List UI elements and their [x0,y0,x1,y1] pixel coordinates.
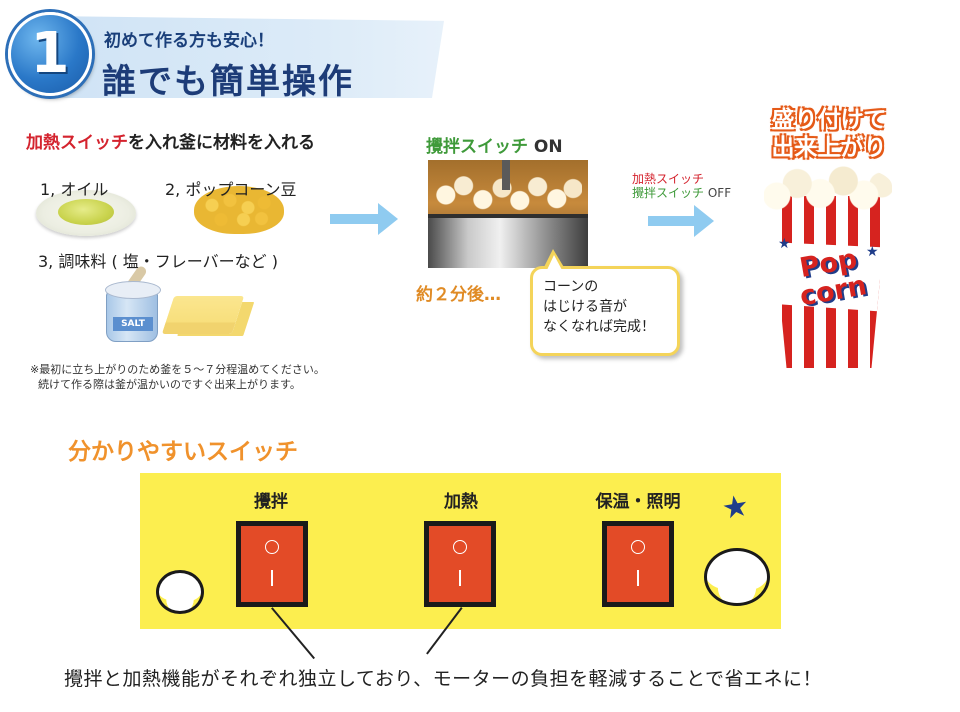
power-off-icon [631,540,645,554]
ingredient-oil-label: 1, オイル [40,180,109,199]
popcorn-cup-image: Pop corn ★ ★ [770,196,888,368]
power-on-icon [637,570,639,586]
about-two-minutes: 約２分後… [416,285,501,305]
switch-label-stir: 攪拌 [254,492,288,512]
ingredient-seasoning-label: 3, 調味料 ( 塩・フレーバーなど ) [38,252,278,271]
step2-heading-label: 攪拌スイッチ [426,137,528,157]
bottom-caption: 攪拌と加熱機能がそれぞれ独立しており、モーターの負担を軽減することで省エネに！ [64,668,823,690]
star-icon: ★ [866,244,879,260]
step-number: 1 [30,21,70,86]
stir-switch-note: 攪拌スイッチ [632,186,705,200]
warmup-note-line1: ※最初に立ち上がりのため釜を５～７分程温めてください。 [30,363,325,376]
speech-bubble: コーンの はじける音が なくなれば完成！ [530,249,680,356]
bubble-line: コーンの [543,279,599,295]
power-off-icon [453,540,467,554]
bubble-line: なくなれば完成！ [543,319,655,335]
arrow-right-icon [330,203,398,235]
popcorn-character-icon [156,570,204,614]
step2-heading: 攪拌スイッチ ON [426,132,563,157]
power-off-icon [265,540,279,554]
star-icon: ★ [719,487,752,528]
step1-heading-highlight: 加熱スイッチ [26,133,128,153]
popcorn-kernels-image [194,186,284,234]
heat-switch-note: 加熱スイッチ [632,172,705,186]
switch-heat[interactable] [424,521,496,607]
switch-face [241,526,303,602]
step-number-badge: 1 [8,12,92,96]
switch-off-note: 加熱スイッチ 攪拌スイッチ OFF [632,172,731,200]
ingredient-corn-label: 2, ポップコーン豆 [165,180,297,199]
finished-line2: 出来上がり [771,135,887,161]
power-on-icon [459,570,461,586]
cup-band [770,242,888,312]
off-note: OFF [707,186,732,200]
salt-jar-label: SALT [113,317,153,331]
butter-image [161,296,245,334]
salt-jar-image: SALT [105,281,161,342]
switch-warm-light[interactable] [602,521,674,607]
switch-section-title: 分かりやすいスイッチ [68,439,298,465]
oil-plate-image [36,190,136,236]
bubble-line: はじける音が [543,299,627,315]
finished-line1: 盛り付けて [771,107,887,133]
warmup-note: ※最初に立ち上がりのため釜を５～７分程温めてください。 続けて作る際は釜が温かい… [30,362,325,392]
star-icon: ★ [778,236,791,252]
switch-face [429,526,491,602]
switch-stir[interactable] [236,521,308,607]
header-title: 誰でも簡単操作 [102,62,354,102]
step1-heading-rest: を入れ釜に材料を入れる [128,133,315,153]
popcorn-character-icon [704,548,770,606]
header-subtitle: 初めて作る方も安心！ [104,31,274,51]
header-band [44,16,444,98]
power-on-icon [271,570,273,586]
kettle-stir-rod [502,160,510,190]
step2-heading-on: ON [533,137,563,157]
arrow-right-icon [648,205,714,237]
switch-face [607,526,669,602]
switch-label-warm-light: 保温・照明 [595,492,681,512]
step1-heading: 加熱スイッチを入れ釜に材料を入れる [26,128,315,153]
switch-label-heat: 加熱 [444,492,478,512]
warmup-note-line2: 続けて作る際は釜が温かいのですぐ出来上がります。 [38,378,301,391]
finished-title: 盛り付けて 出来上がり [766,106,892,162]
cup-popcorn [764,166,892,216]
